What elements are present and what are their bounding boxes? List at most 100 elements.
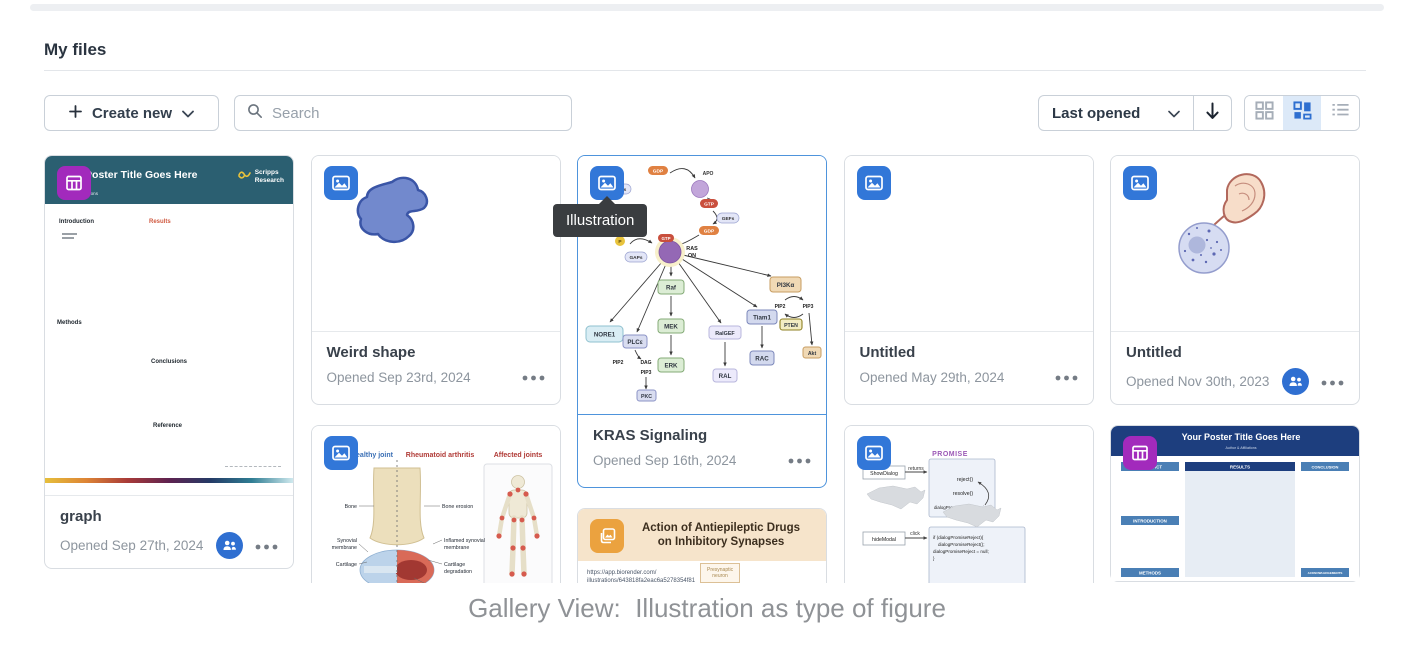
svg-text:Bone: Bone (344, 504, 356, 510)
gallery-column-4: Untitled Opened May 29th, 2024 PROMISE (843, 155, 1094, 583)
svg-text:APO: APO (703, 171, 714, 177)
poster-icon (66, 175, 82, 191)
create-new-button[interactable]: Create new (44, 95, 219, 131)
gallery-column-2: Weird shape Opened Sep 23rd, 2024 Health… (310, 155, 561, 583)
view-toggle (1244, 95, 1360, 131)
file-card-kras[interactable]: GDP APO GTP GEFs GDP GEFs P GAPs GTP RAS (553, 155, 827, 488)
file-opened-date: Opened May 29th, 2024 (859, 369, 1005, 385)
toolbar-right: Last opened (1038, 95, 1360, 131)
illustration-type-badge[interactable] (856, 436, 891, 470)
illustration-type-badge[interactable] (323, 166, 358, 200)
view-grid-button[interactable] (1245, 96, 1283, 130)
file-card-graph[interactable]: Your Poster Title Goes Here Author & Aff… (44, 155, 294, 569)
card-footer: KRAS Signaling Opened Sep 16th, 2024 (578, 414, 826, 487)
svg-text:METHODS: METHODS (1139, 571, 1161, 576)
figure-stack-icon (600, 528, 616, 544)
svg-text:membrane: membrane (331, 545, 356, 551)
view-list-button[interactable] (1321, 96, 1359, 130)
poster-type-badge[interactable] (1123, 436, 1157, 470)
svg-text:Bone erosion: Bone erosion (442, 504, 473, 510)
ear-cell-drawing (1178, 173, 1266, 274)
illustration-type-badge[interactable] (856, 166, 891, 200)
image-icon (331, 445, 350, 461)
illustration-thumbnail (844, 156, 1093, 331)
search-input[interactable] (272, 104, 559, 122)
svg-text:GEFs: GEFs (722, 216, 735, 222)
file-card-untitled1[interactable]: Untitled Opened May 29th, 2024 (843, 155, 1094, 405)
chevron-down-icon (1168, 105, 1180, 122)
view-gallery-button[interactable] (1283, 96, 1321, 130)
card-footer: Weird shape Opened Sep 23rd, 2024 (311, 331, 560, 404)
svg-text:Cartilage: Cartilage (444, 562, 465, 568)
svg-text:dialogPromiseReject = null;: dialogPromiseReject = null; (933, 549, 989, 554)
more-menu-button[interactable] (1055, 368, 1078, 386)
file-card-weird-shape[interactable]: Weird shape Opened Sep 23rd, 2024 (310, 155, 561, 405)
illustration-thumbnail (311, 156, 560, 331)
svg-text:click: click (910, 531, 920, 537)
image-icon (864, 445, 883, 461)
weird-shape-drawing (356, 176, 428, 243)
svg-text:GTP: GTP (704, 202, 715, 208)
kras-pathway-drawing: GDP APO GTP GEFs GDP GEFs P GAPs GTP RAS (585, 166, 822, 402)
file-card-arthritis[interactable]: Healthy joint Rheumatoid arthritis Affec… (310, 425, 561, 583)
svg-text:PROMISE: PROMISE (932, 451, 968, 458)
sort-select[interactable]: Last opened (1038, 95, 1194, 131)
search-box[interactable] (234, 95, 572, 131)
more-menu-button[interactable] (788, 451, 811, 469)
svg-text:GDP: GDP (704, 229, 715, 235)
card-footer: Untitled Opened Nov 30th, 2023 (1111, 331, 1359, 404)
poster1-section-reference: Reference (153, 423, 183, 429)
file-card-untitled2[interactable]: Untitled Opened Nov 30th, 2023 (1110, 155, 1360, 405)
svg-text:Inflamed synovial: Inflamed synovial (444, 538, 485, 544)
grid-icon (1254, 100, 1275, 126)
svg-text:if (dialogPromiseReject){: if (dialogPromiseReject){ (933, 535, 984, 540)
more-menu-button[interactable] (255, 537, 278, 555)
svg-text:hideModal: hideModal (872, 537, 896, 543)
more-menu-button[interactable] (522, 368, 545, 386)
figure-title-line1: Action of Antiepileptic Drugs (641, 521, 801, 534)
svg-text:returns: returns (908, 466, 924, 472)
arthritis-drawing: Healthy joint Rheumatoid arthritis Affec… (331, 452, 552, 583)
figure-type-badge[interactable] (590, 519, 624, 553)
file-card-antiepileptic[interactable]: Action of Antiepileptic Drugs on Inhibit… (577, 508, 827, 583)
more-menu-button[interactable] (1321, 373, 1344, 391)
file-card-promise-diagram[interactable]: PROMISE ShowDialog returns reject() reso… (843, 425, 1094, 583)
file-card-poster2[interactable]: Your Poster Title Goes Here Author & Aff… (1110, 425, 1360, 582)
svg-text:NORE1: NORE1 (594, 332, 616, 339)
figure-title-line2: on Inhibitory Synapses (657, 536, 785, 548)
illustration-type-badge[interactable] (323, 436, 358, 470)
file-opened-date: Opened Sep 23rd, 2024 (326, 369, 471, 385)
image-icon (864, 175, 883, 191)
list-icon (1330, 100, 1351, 126)
svg-text:reject(): reject() (956, 477, 972, 483)
sort-direction-button[interactable] (1194, 95, 1232, 131)
file-opened-date: Opened Sep 16th, 2024 (593, 452, 737, 468)
file-title: Untitled (1126, 344, 1182, 361)
illustration-thumbnail: PROMISE ShowDialog returns reject() reso… (844, 426, 1093, 583)
shared-avatar[interactable] (1282, 368, 1309, 395)
svg-text:GDP: GDP (653, 169, 664, 175)
svg-text:PIP2: PIP2 (775, 304, 786, 310)
svg-text:Tiam1: Tiam1 (753, 315, 771, 322)
toolbar-left: Create new (44, 95, 572, 131)
svg-text:Affected joints: Affected joints (493, 452, 542, 459)
illustration-type-badge[interactable] (1123, 166, 1157, 200)
shared-avatar[interactable] (216, 532, 243, 559)
illustration-type-badge[interactable] (590, 166, 624, 200)
card-footer: graph Opened Sep 27th, 2024 (45, 495, 293, 568)
chevron-down-icon (182, 105, 194, 122)
presynaptic-label: Presynaptic neuron (700, 563, 741, 583)
poster1-section-conclusions: Conclusions (151, 359, 188, 365)
svg-text:PIP3: PIP3 (641, 370, 652, 376)
poster1-gradient-bar (45, 478, 293, 483)
svg-text:ACKNOWLEDGEMENTS: ACKNOWLEDGEMENTS (1308, 571, 1343, 575)
svg-text:RESULTS: RESULTS (1230, 465, 1250, 470)
poster1-body: Introduction Results Methods Conclusions… (45, 204, 293, 495)
file-opened-date: Opened Nov 30th, 2023 (1126, 374, 1270, 389)
poster1-section-methods: Methods (57, 320, 82, 326)
sort-selected-value: Last opened (1052, 104, 1141, 122)
svg-text:Cartilage: Cartilage (335, 562, 356, 568)
svg-text:PIP3: PIP3 (803, 304, 814, 310)
poster-type-badge[interactable] (57, 166, 91, 200)
